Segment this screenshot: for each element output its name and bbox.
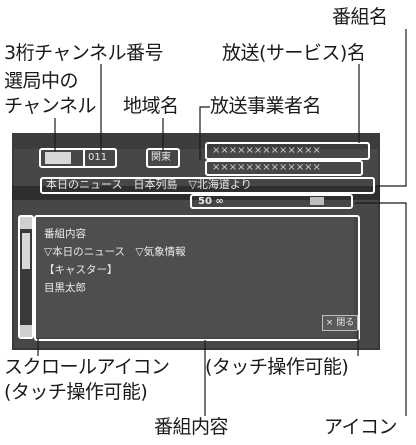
scroll-highlight [18,215,34,339]
label-tuned-channel-line2: チャンネル [4,95,96,117]
label-broadcaster-name: 放送事業者名 [210,95,322,117]
broadcaster-name-placeholder: ××××××××××××× [212,162,321,173]
label-three-digit-channel: 3桁チャンネル番号 [4,42,164,64]
scroll-thumb[interactable] [22,233,30,269]
close-button[interactable]: × 閉る [322,315,358,331]
scroll-up-icon[interactable] [20,217,32,229]
label-touch-operable-right: (タッチ操作可能) [205,356,349,378]
screen-top-band [12,133,380,149]
label-scroll-icon: スクロールアイコン [4,356,170,378]
program-info-screen: 011 関東 ××××××××××××× ××××××××××××× 本日のニュ… [12,133,380,350]
scroll-bar[interactable] [20,217,32,337]
label-icon: アイコン [324,416,398,438]
content-line: 番組内容 [44,228,86,240]
broadcaster-name-highlight [205,160,363,176]
label-touch-operable-left: (タッチ操作可能) [4,381,148,403]
label-program-content: 番組内容 [154,416,229,438]
content-line: 目黒太郎 [44,282,86,294]
label-program-name: 番組名 [332,6,388,28]
broadcast-status-icon [310,197,324,205]
service-name-placeholder: ××××××××××××× [212,145,321,156]
icon-area-highlight [190,194,353,209]
service-name-highlight [205,142,370,160]
label-service-name: 放送(サービス)名 [222,42,366,64]
program-content-panel[interactable] [34,217,354,337]
program-title: 本日のニュース 日本列島 ▽北海道より [46,178,252,191]
content-line: 【キャスター】 [44,264,118,276]
channel-number-highlight [83,148,117,168]
label-tuned-channel-line1: 選局中の [4,70,79,92]
tuned-channel-indicator [45,152,71,164]
program-title-highlight [40,177,375,194]
content-line: ▽本日のニュース ▽気象情報 [44,246,186,258]
label-region-name: 地域名 [123,95,179,117]
scroll-down-icon[interactable] [20,325,32,337]
program-content-highlight [34,215,360,341]
channel-number: 011 [88,152,108,163]
region-text: 関東 [151,152,171,163]
time-text: 50 ∞ [198,196,224,207]
